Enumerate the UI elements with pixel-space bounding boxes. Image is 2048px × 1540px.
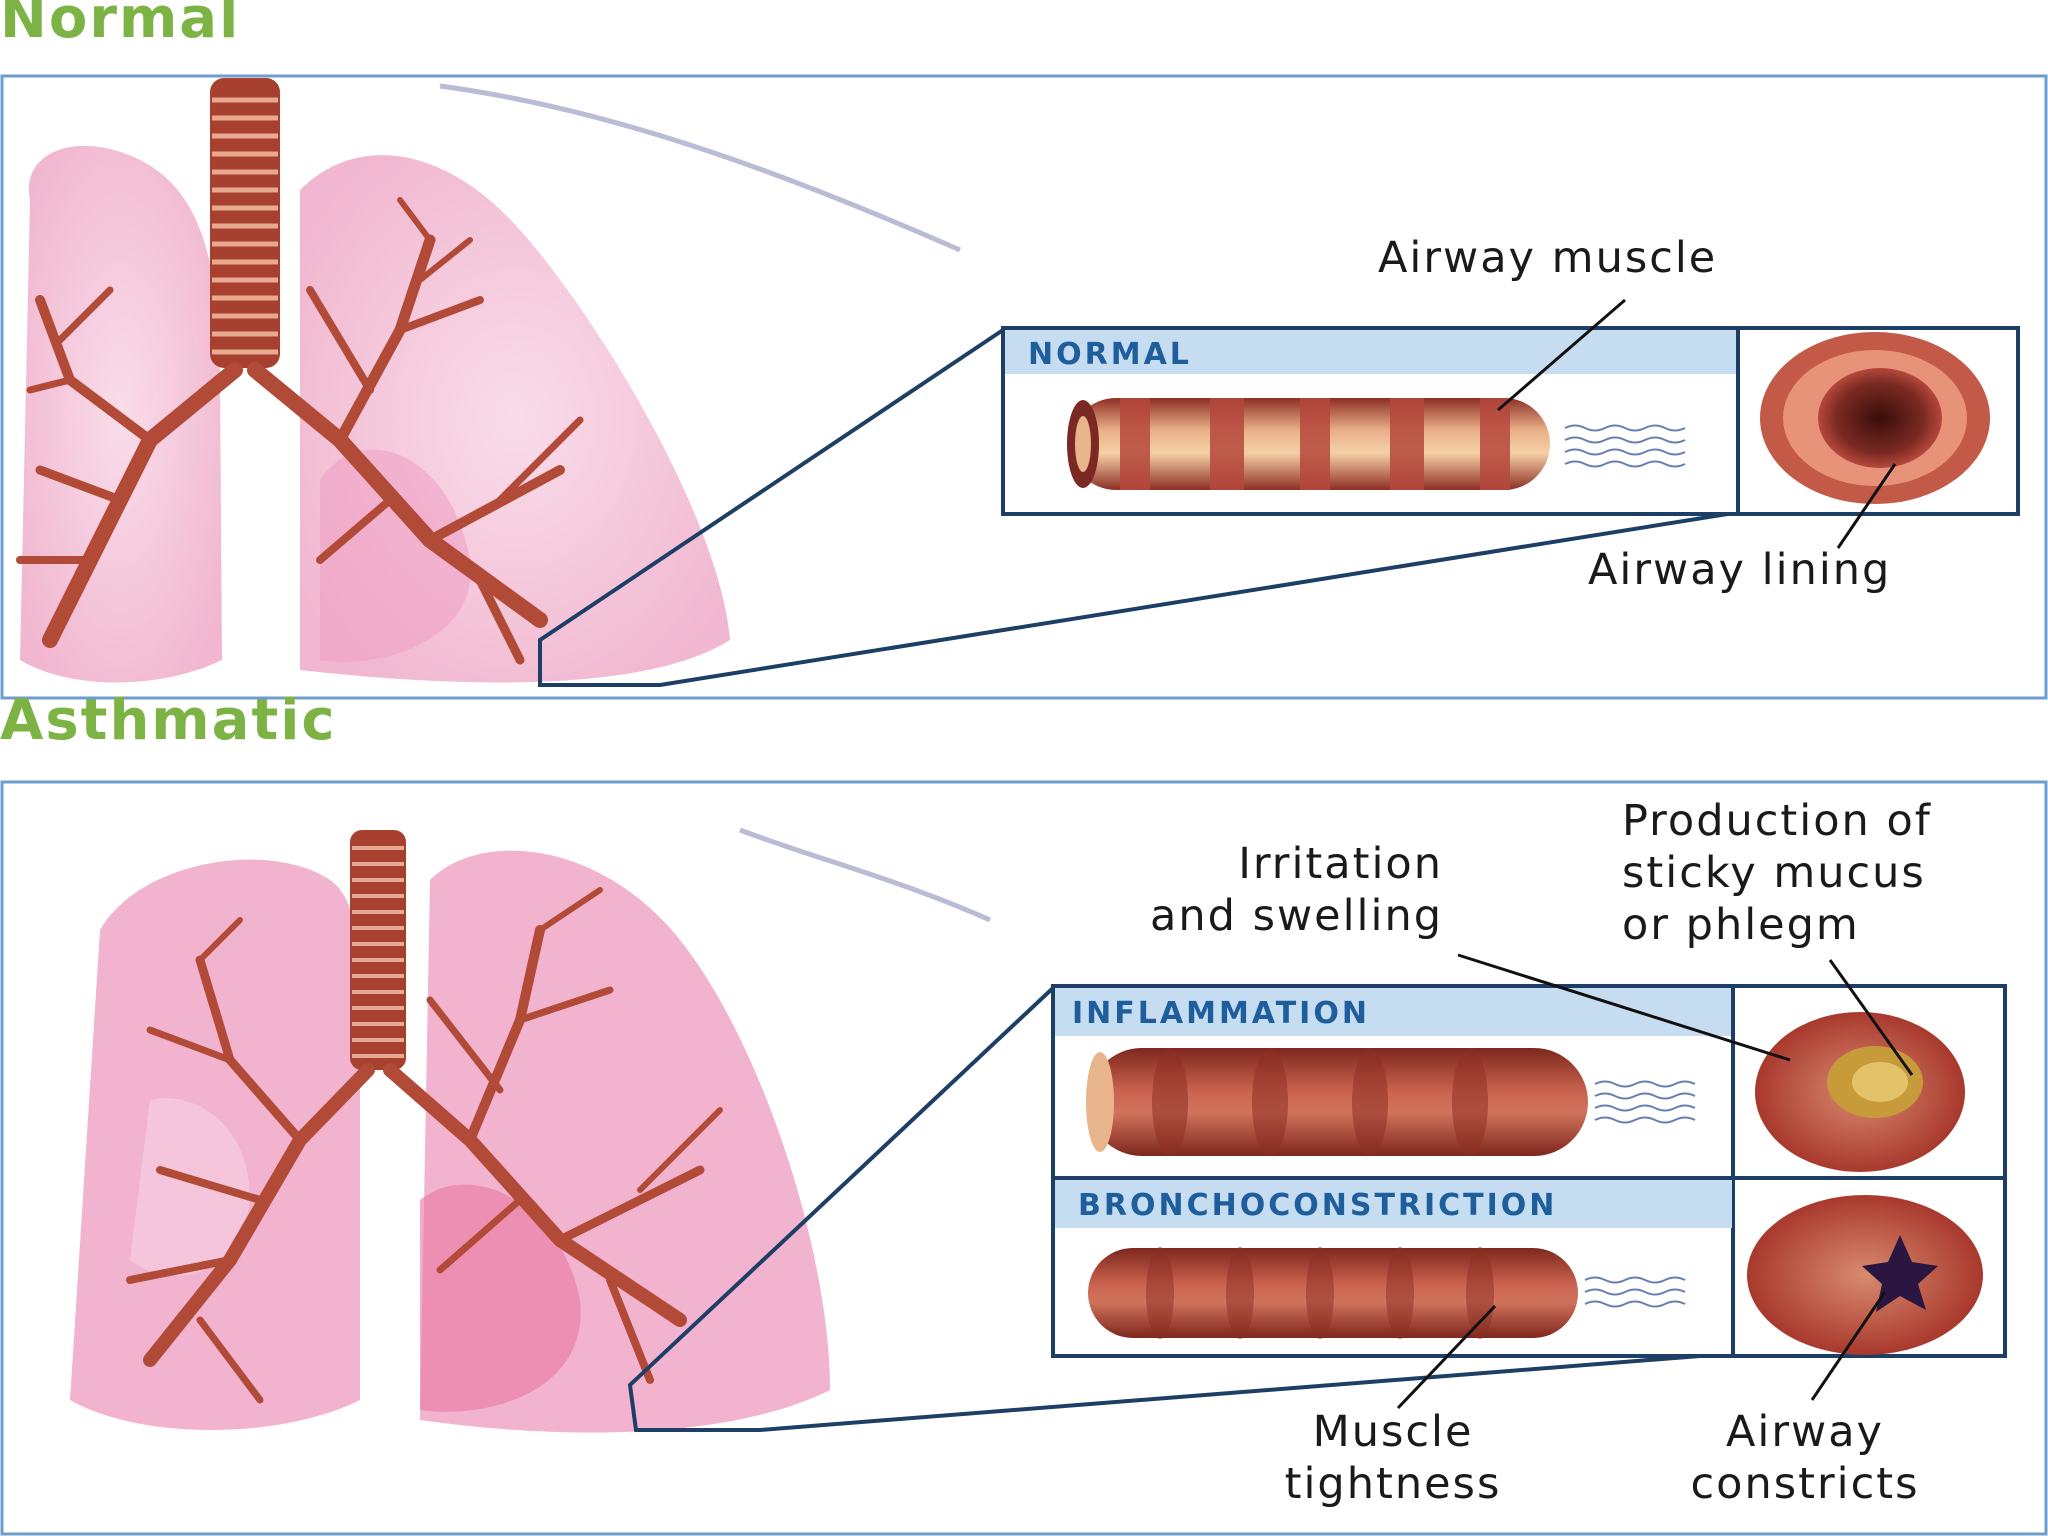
airway-constricts-callout: Airway constricts (1690, 1407, 1920, 1509)
normal-zoom-line (538, 328, 1741, 687)
muscle-tightness-leader (1396, 1304, 1497, 1410)
muscle-tightness-callout: Muscle tightness (1284, 1407, 1502, 1509)
airway-muscle-callout: Airway muscle (1378, 233, 1718, 283)
inflamed-cross-section (1755, 1012, 1965, 1172)
inflamed-airflow-lines (1594, 1080, 1696, 1124)
normal-box-label: NORMAL (1028, 337, 1192, 372)
airway-constricts-leader (1810, 1291, 1887, 1401)
asthmatic-zoom-line (627, 986, 1701, 1432)
inflammation-box-label: INFLAMMATION (1072, 996, 1370, 1031)
mucus-production-callout: Production of sticky mucus or phlegm (1622, 796, 1932, 950)
asthmatic-lungs-illustration (70, 830, 830, 1433)
asthmatic-section-title: Asthmatic (0, 688, 337, 753)
normal-airflow-lines (1564, 424, 1686, 468)
normal-cross-section (1760, 332, 1990, 504)
normal-airway-tube (1067, 398, 1550, 490)
normal-lungs-illustration (16, 78, 730, 683)
airway-muscle-leader (1497, 298, 1626, 412)
normal-detail-box (1001, 326, 2020, 516)
normal-section-title: Normal (0, 0, 241, 51)
asthmatic-shoulder-contour (739, 827, 992, 923)
mucus-leader (1828, 959, 1914, 1076)
irritation-leader (1457, 953, 1791, 1062)
normal-shoulder-contour (439, 83, 962, 253)
constricted-airflow-lines (1584, 1276, 1686, 1308)
asthmatic-detail-box (1051, 984, 2007, 1358)
constricted-airway-tube (1088, 1247, 1578, 1339)
airway-lining-callout: Airway lining (1588, 545, 1892, 595)
constricted-cross-section (1747, 1195, 1983, 1355)
bronchoconstriction-box-label: BRONCHOCONSTRICTION (1078, 1188, 1557, 1223)
irritation-swelling-callout: Irritation and swelling (1150, 839, 1443, 941)
inflamed-airway-tube (1086, 1048, 1588, 1156)
airway-lining-leader (1836, 463, 1897, 549)
